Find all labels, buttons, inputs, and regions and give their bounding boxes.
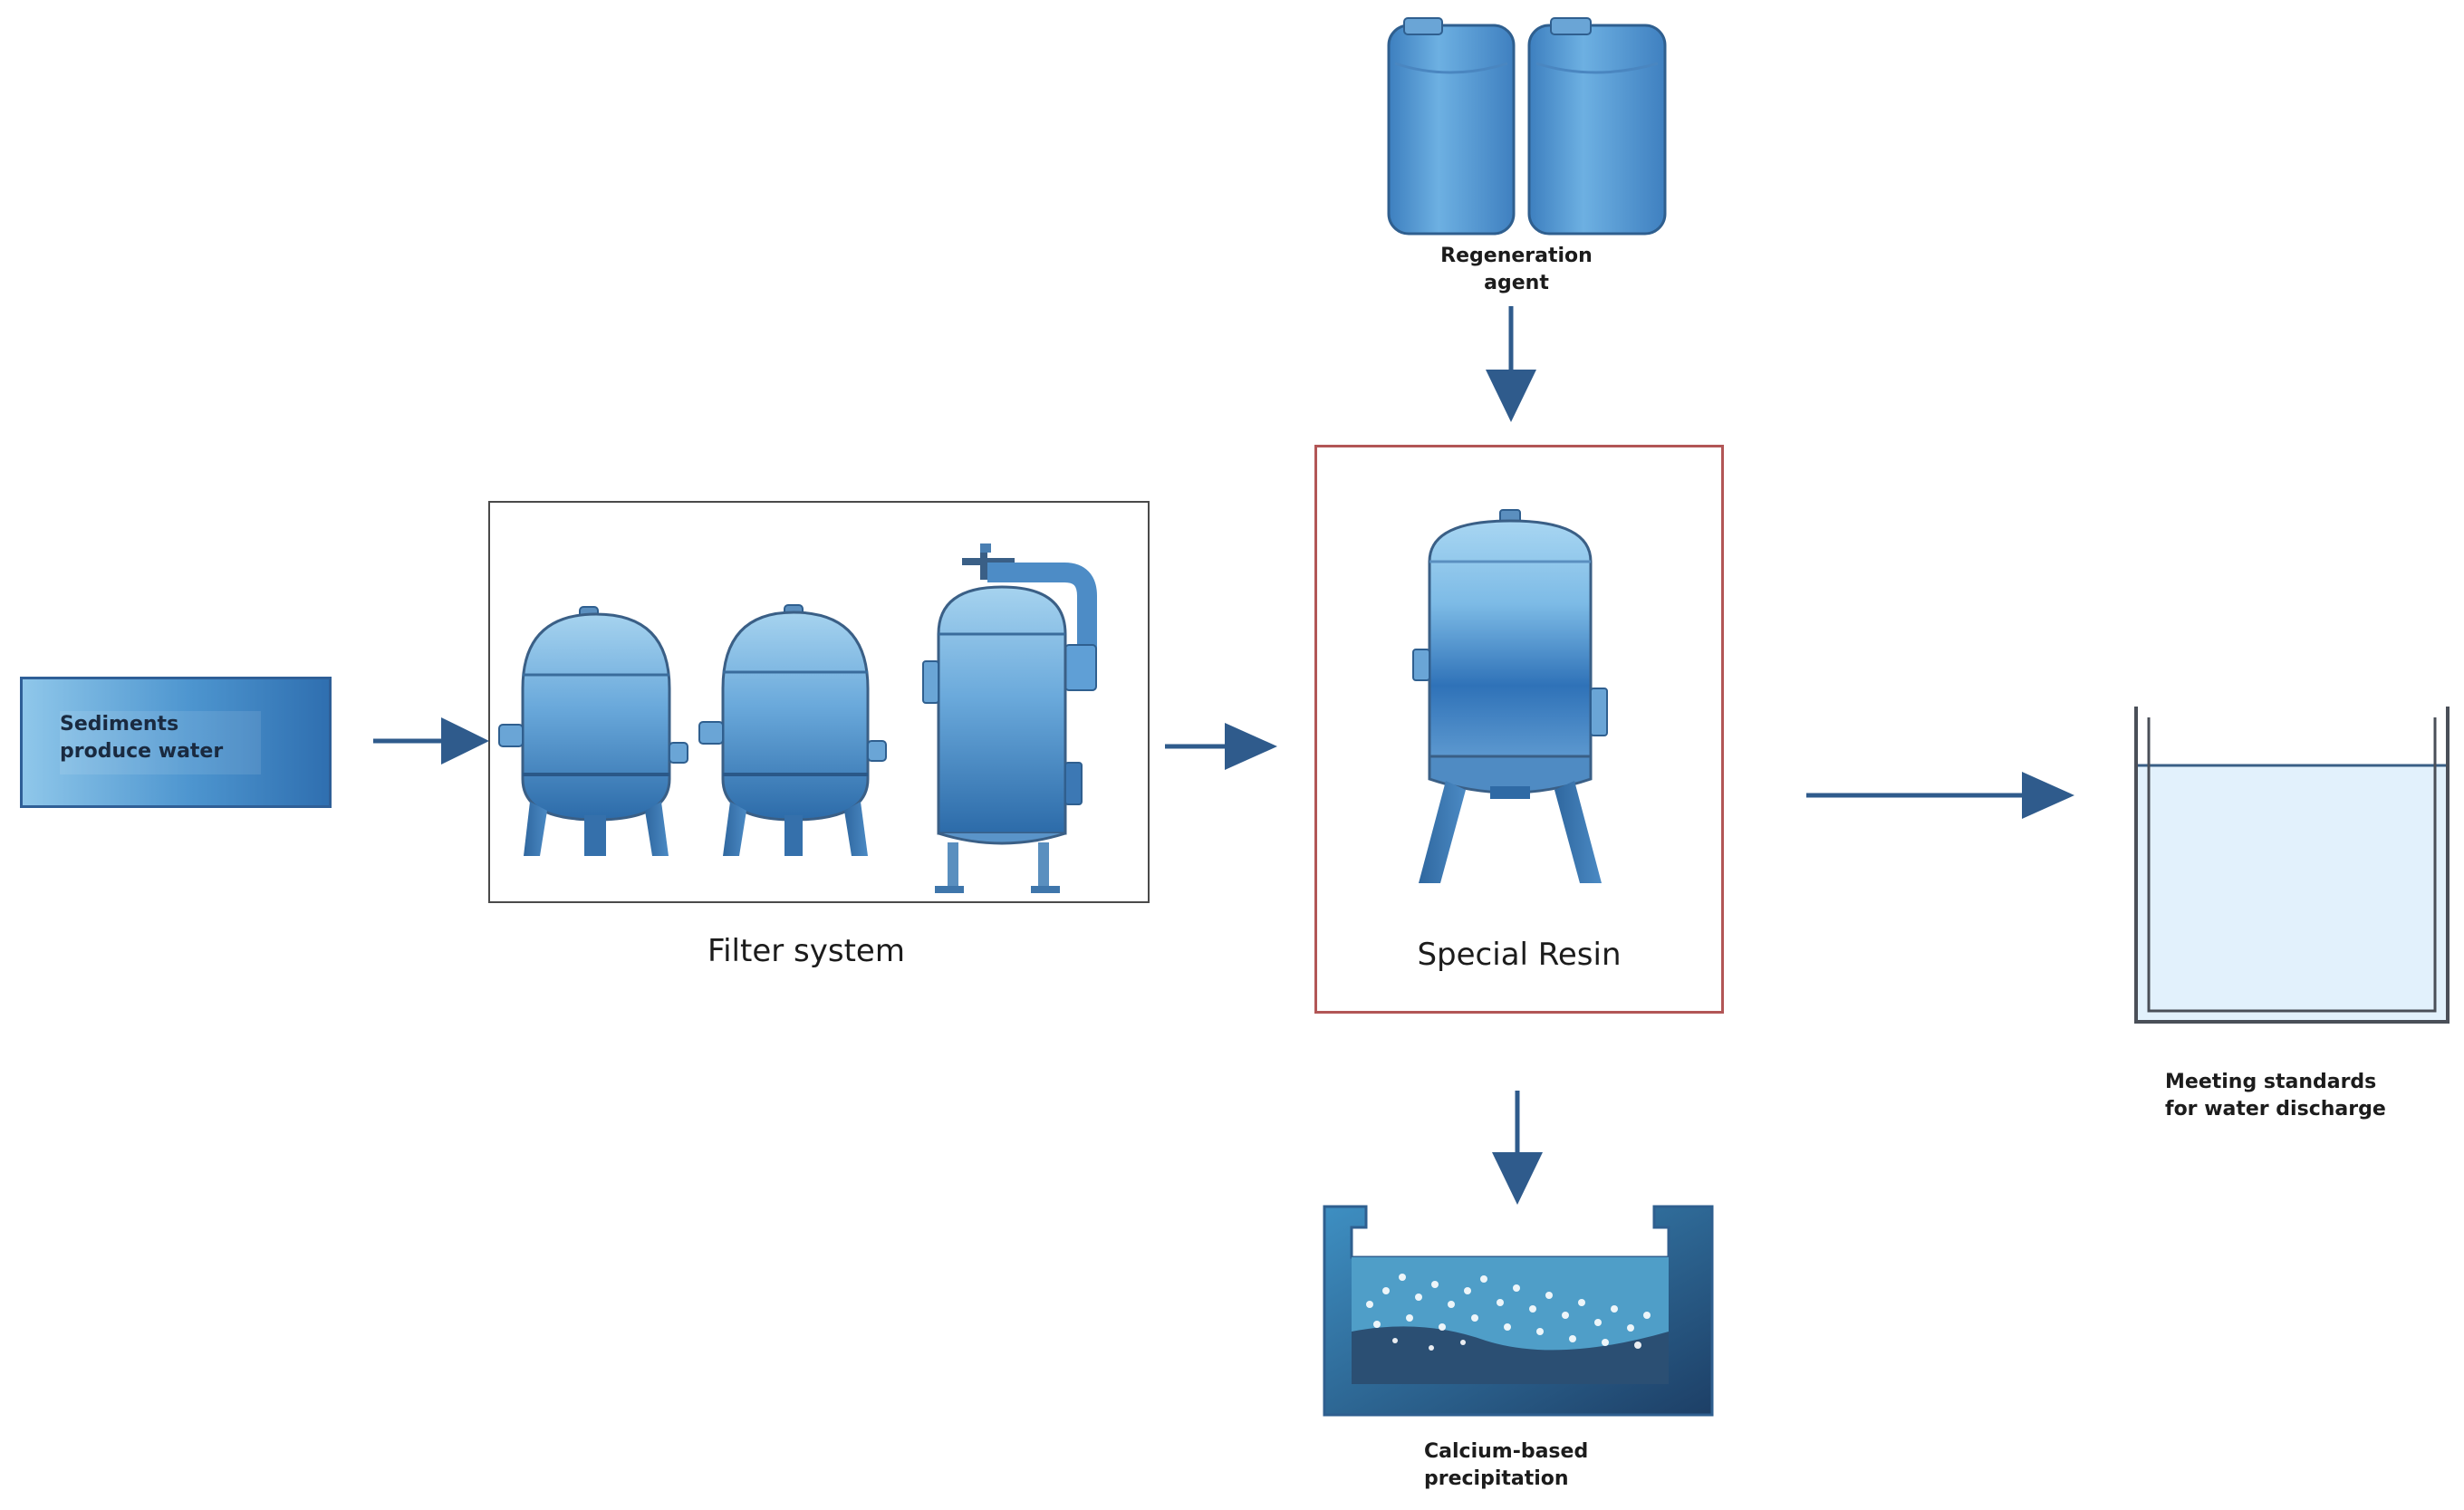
pressure-vessel-icon [698,604,887,856]
sediment-basin-icon [1323,1205,1714,1417]
source-water-box [20,677,332,808]
flow-arrow-icon [1165,723,1277,770]
filter-system-label: Filter system [707,933,905,969]
flow-arrow-icon [373,717,489,765]
flow-arrow-icon [1486,306,1536,422]
special-resin-label: Special Resin [1417,937,1622,973]
flow-arrow-icon [1806,772,2074,819]
clear-water-tank-icon [2134,707,2450,1024]
regeneration-agent-label: Regeneration agent [1440,245,1593,294]
source-water-label: Sediments produce water [60,711,261,774]
discharge-label: Meeting standards for water discharge [2165,1071,2386,1120]
flow-arrow-icon [1492,1091,1543,1205]
pressure-vessel-icon [498,606,688,856]
precipitation-label: Calcium-based precipitation [1424,1440,1589,1490]
resin-vessel-icon [1412,509,1608,883]
bag-filter-icon [922,543,1097,893]
canister-icon [1387,17,1667,236]
